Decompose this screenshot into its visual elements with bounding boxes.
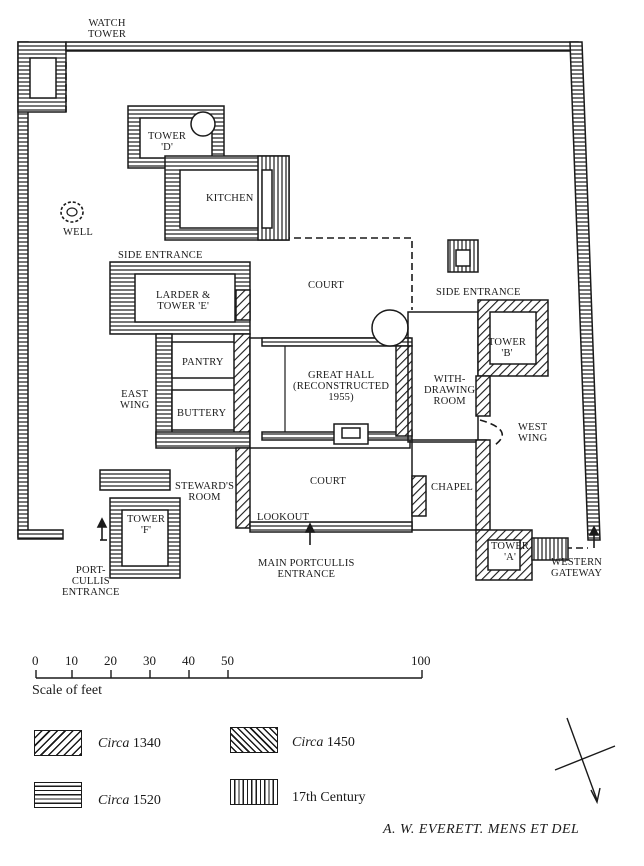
label-tower-d: TOWER'D' [148,131,187,153]
legend-label-1450: Circa 1450 [292,735,355,750]
north-arrow-icon [554,717,616,805]
label-tower-a: TOWER'A' [491,541,530,563]
legend-swatch-1520 [34,782,82,808]
label-chapel: CHAPEL [431,482,474,493]
legend-swatch-17th-century [230,779,278,805]
scale-tick-0: 0 [32,653,39,668]
label-well: WELL [63,227,93,238]
legend-swatch-1450 [230,727,278,753]
legend-swatch-1340 [34,730,82,756]
scale-title: Scale of feet [32,683,102,698]
label-tower-f: TOWER'F' [127,514,166,536]
scale-tick-40: 40 [182,653,195,668]
credit: A. W. EVERETT. MENS ET DEL [383,822,580,837]
label-lookout: LOOKOUT [257,512,310,523]
south-range [235,439,491,533]
label-larder: LARDER &TOWER 'E' [156,290,211,312]
scale-bar [35,670,423,679]
label-side-entrance-west: SIDE ENTRANCE [436,287,521,298]
label-buttery: BUTTERY [177,408,227,419]
well [60,201,84,223]
label-tower-b: TOWER'B' [488,337,527,359]
legend-label-1520: Circa 1520 [98,793,161,808]
west-range [407,239,549,443]
entrance-arrows [96,517,600,548]
label-kitchen: KITCHEN [206,193,254,204]
scale-tick-10: 10 [65,653,78,668]
label-side-entrance-east: SIDE ENTRANCE [118,250,203,261]
scale-tick-100: 100 [411,653,431,668]
label-court-north: COURT [308,280,344,291]
tower-f [99,469,181,579]
kitchen-block [164,155,290,241]
label-court-south: COURT [310,476,346,487]
label-pantry: PANTRY [182,357,224,368]
scale-tick-30: 30 [143,653,156,668]
legend-label-1340: Circa 1340 [98,736,161,751]
tower-a [475,529,569,581]
legend-label-17th-century: 17th Century [292,790,366,805]
scale-tick-20: 20 [104,653,117,668]
scale-tick-50: 50 [221,653,234,668]
